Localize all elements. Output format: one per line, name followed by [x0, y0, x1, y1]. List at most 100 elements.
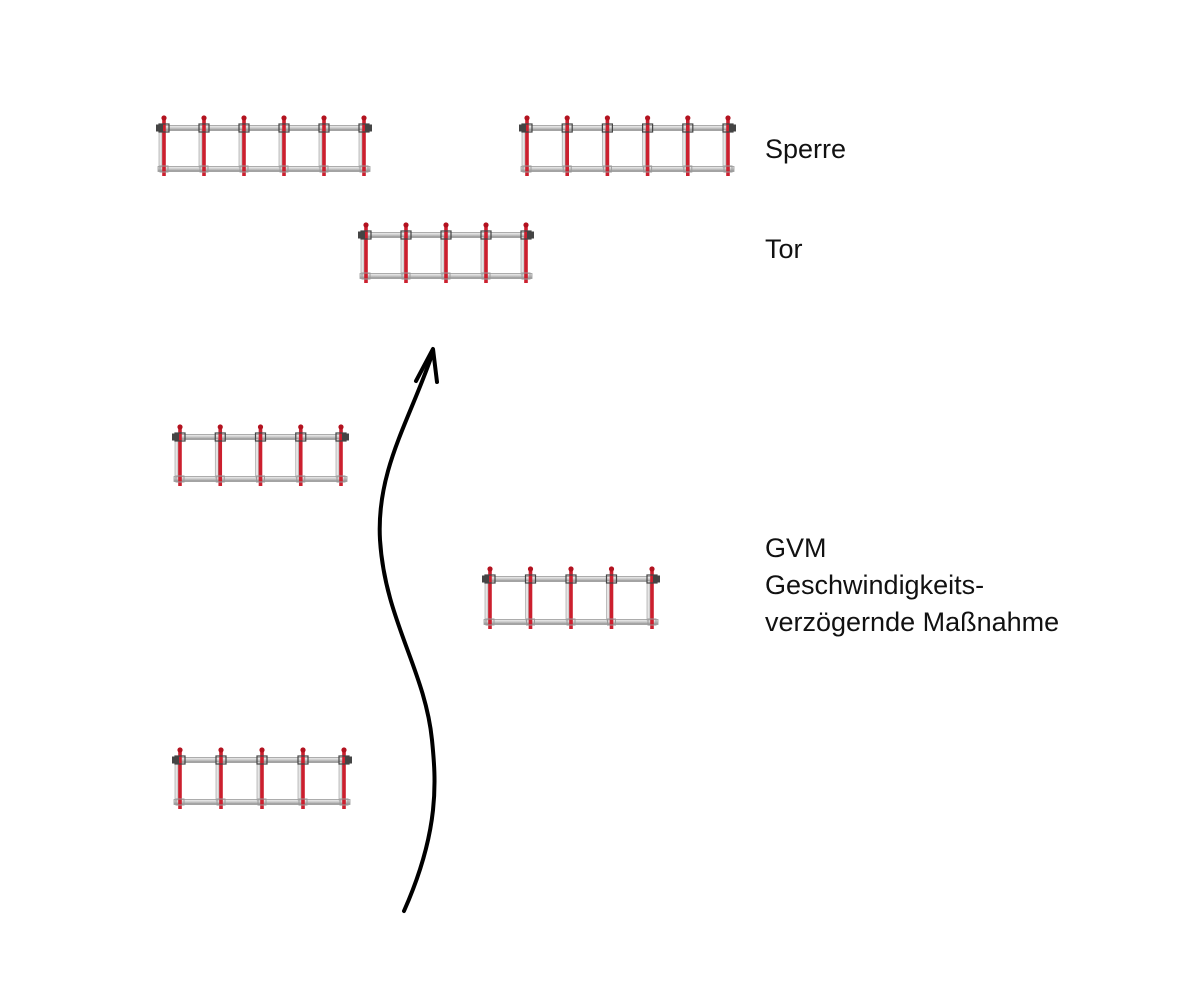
barrier-post	[162, 119, 166, 176]
post-cap	[487, 566, 493, 572]
post-cap	[341, 747, 347, 753]
barrier-post	[484, 226, 488, 283]
top-rail	[520, 125, 735, 131]
end-clamp	[172, 433, 179, 441]
rail-clamp	[562, 165, 572, 173]
post-cap	[177, 747, 183, 753]
label-tor: Tor	[765, 234, 803, 264]
bottom-rail	[520, 166, 735, 172]
post-cap	[300, 747, 306, 753]
rail-clamp	[401, 272, 411, 280]
post-stay	[358, 129, 363, 168]
rail-clamp	[601, 123, 614, 133]
rail-clamp	[297, 755, 309, 765]
post-cap	[218, 747, 224, 753]
end-clamp	[156, 124, 163, 132]
label-gvm-line3: verzögernde Maßnahme	[765, 607, 1060, 637]
rail-clamp	[485, 618, 495, 626]
post-stay	[278, 129, 283, 168]
post-cap	[161, 115, 167, 121]
rail-clamp	[643, 165, 653, 173]
barrier-post	[686, 119, 690, 176]
path-line	[377, 350, 437, 913]
rail-clamp	[481, 272, 491, 280]
post-cap	[725, 115, 731, 121]
rail-clamp	[198, 123, 210, 133]
end-clamp	[527, 231, 534, 239]
post-stay	[255, 438, 259, 478]
barrier-post	[301, 751, 305, 809]
label-gvm: GVM Geschwindigkeits- verzögernde Maßnah…	[765, 530, 1059, 641]
rail-clamp	[257, 798, 267, 806]
barrier-post	[219, 751, 223, 809]
rail-clamp	[239, 165, 249, 173]
label-sperre: Sperre	[765, 134, 847, 164]
post-cap	[527, 566, 534, 572]
barrier-gvm-lower-left	[172, 747, 352, 809]
post-cap	[403, 222, 409, 228]
barrier-post	[339, 428, 343, 486]
rail-clamp	[238, 123, 250, 133]
rail-clamp	[566, 618, 576, 626]
barrier-sperre-left	[156, 115, 372, 176]
rail-clamp	[159, 165, 169, 173]
post-stay	[174, 761, 179, 801]
barrier-gvm-right	[482, 566, 660, 629]
barrier-group	[156, 115, 736, 809]
barrier-post	[178, 751, 182, 809]
post-cap	[321, 115, 327, 121]
rail-clamp	[400, 230, 412, 240]
post-cap	[523, 222, 529, 228]
barrier-post	[488, 570, 492, 629]
rail-clamp	[561, 123, 573, 133]
vehicle-path-arrow	[377, 347, 439, 913]
post-stay	[158, 129, 163, 168]
post-stay	[525, 580, 529, 621]
rail-clamp	[175, 798, 185, 806]
post-stay	[335, 438, 340, 478]
arrow-head	[414, 347, 439, 384]
post-stay	[295, 438, 300, 478]
post-cap	[483, 222, 489, 228]
post-stay	[440, 236, 445, 275]
post-stay	[642, 129, 646, 168]
rail-clamp	[522, 165, 532, 173]
rail-clamp	[318, 123, 330, 133]
post-stay	[360, 236, 365, 275]
rail-clamp	[278, 123, 290, 133]
rail-clamp	[480, 230, 492, 240]
post-stay	[565, 580, 570, 621]
post-stay	[484, 580, 489, 621]
barrier-post	[444, 226, 448, 283]
barrier-sperre-right	[519, 115, 736, 176]
rail-clamp	[647, 618, 657, 626]
post-cap	[608, 566, 615, 572]
post-stay	[318, 129, 323, 168]
rail-clamp	[607, 618, 616, 626]
barrier-gvm-upper-left	[172, 424, 349, 486]
barrier-post	[362, 119, 366, 176]
post-stay	[602, 129, 606, 168]
post-stay	[238, 129, 243, 168]
post-cap	[177, 424, 183, 430]
top-rail	[157, 125, 371, 131]
barrier-post	[364, 226, 368, 283]
post-stay	[174, 438, 179, 478]
post-cap	[568, 566, 574, 572]
rail-clamp	[295, 432, 307, 442]
rail-clamp	[199, 165, 209, 173]
end-clamp	[653, 575, 660, 583]
post-stay	[297, 761, 302, 801]
barrier-post	[218, 428, 223, 486]
post-stay	[400, 236, 405, 275]
rail-clamp	[602, 165, 612, 173]
post-cap	[604, 115, 611, 121]
barrier-post	[202, 119, 206, 176]
post-stay	[198, 129, 203, 168]
barrier-post	[525, 119, 529, 176]
rail-clamp	[216, 798, 226, 806]
rail-clamp	[723, 165, 733, 173]
end-clamp	[172, 756, 179, 764]
post-stay	[606, 580, 610, 621]
